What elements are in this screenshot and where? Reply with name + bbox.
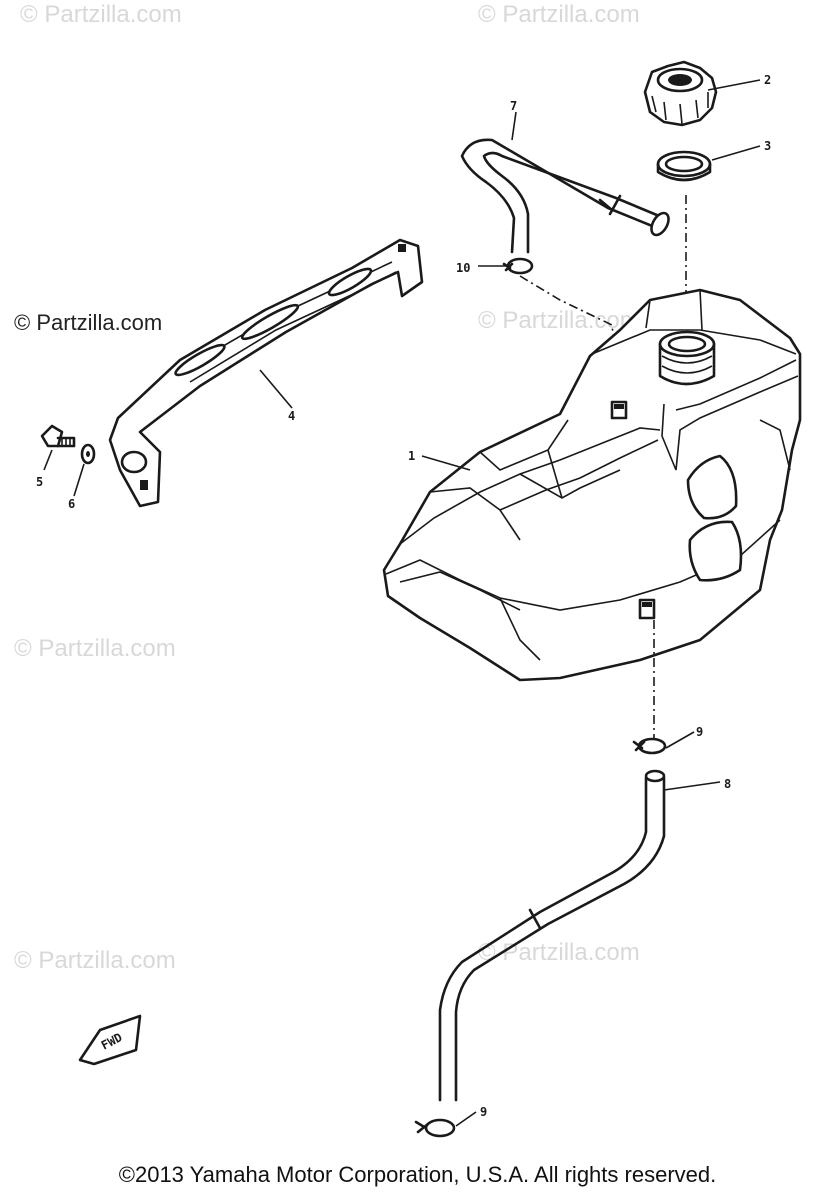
tank-bracket bbox=[108, 238, 424, 508]
callout-1: 1 bbox=[408, 449, 415, 463]
watermark-lower-right: © Partzilla.com bbox=[478, 939, 640, 966]
fuel-cap bbox=[643, 60, 718, 127]
watermark-top-left: © Partzilla.com bbox=[20, 1, 182, 28]
callout-10: 10 bbox=[456, 261, 470, 275]
watermark-prominent: © Partzilla.com bbox=[14, 310, 162, 335]
callout-9-upper: 9 bbox=[696, 725, 703, 739]
fuel-hose-clip-lower bbox=[414, 1118, 456, 1138]
callout-8: 8 bbox=[724, 777, 731, 791]
watermark-lower-left: © Partzilla.com bbox=[14, 947, 176, 974]
callout-5: 5 bbox=[36, 475, 43, 489]
breather-centerline bbox=[519, 275, 621, 401]
bracket-washer bbox=[80, 443, 96, 465]
callout-6: 6 bbox=[68, 497, 75, 511]
breather-clip bbox=[502, 257, 534, 275]
watermark-mid-right: © Partzilla.com bbox=[478, 307, 640, 334]
callout-3: 3 bbox=[764, 139, 771, 153]
watermark-top-right: © Partzilla.com bbox=[478, 1, 640, 28]
fuel-tank bbox=[382, 288, 802, 682]
cap-gasket bbox=[656, 150, 712, 182]
callout-7: 7 bbox=[510, 99, 517, 113]
bracket-bolt bbox=[40, 424, 76, 448]
leader-lines bbox=[43, 79, 761, 1127]
watermark-mid-left: © Partzilla.com bbox=[14, 635, 176, 662]
callout-labels: 2 3 7 10 4 1 5 6 9 8 9 bbox=[36, 73, 771, 1119]
callout-4: 4 bbox=[288, 409, 295, 423]
copyright-notice: ©2013 Yamaha Motor Corporation, U.S.A. A… bbox=[118, 1162, 717, 1187]
forward-direction-mark: FWD bbox=[78, 1014, 142, 1066]
callout-2: 2 bbox=[764, 73, 771, 87]
breather-hose bbox=[460, 138, 670, 254]
fuel-hose bbox=[438, 769, 666, 1102]
callout-9-lower: 9 bbox=[480, 1105, 487, 1119]
fuel-hose-clip-upper bbox=[632, 737, 667, 755]
